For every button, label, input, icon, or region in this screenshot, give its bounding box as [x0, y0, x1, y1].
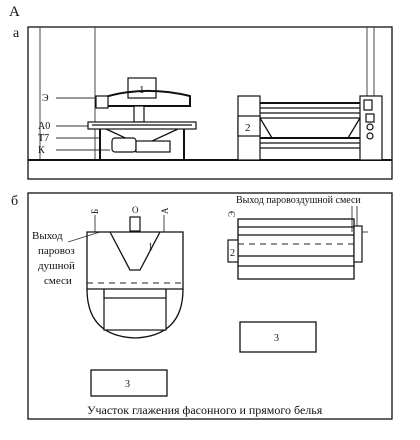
left-label-line-1: Выход [32, 230, 63, 242]
level-label-a0: А0 [38, 121, 50, 132]
zone-3-box-right [239, 321, 317, 353]
ironer-plan-label: 2 [230, 248, 235, 259]
panel-a-frame [27, 26, 393, 180]
panel-a-elevation: а Э А0 Т7 К 1 [13, 26, 393, 180]
ironer-control-knob [366, 132, 374, 140]
ironer-control-knob [363, 99, 373, 111]
press-head-box [127, 77, 157, 99]
level-label-e: Э [42, 93, 49, 104]
panel-b-letter: б [11, 194, 18, 209]
ironer-control-knob [365, 113, 375, 123]
level-label-t7: Т7 [38, 133, 49, 144]
ironer-plan-body [237, 218, 355, 280]
carousel-press: 1 [87, 77, 197, 160]
rotary-press-plan: 1 [86, 231, 184, 339]
press-plan-body [86, 231, 184, 290]
mark-o: О [132, 205, 139, 215]
zone-3-label-right: 3 [274, 333, 279, 344]
machine-2-label: 2 [245, 122, 251, 134]
roller-ironer-plan: Э 2 [227, 211, 368, 280]
ironer-plan-end [227, 239, 239, 263]
mark-b: Б [90, 209, 100, 214]
mark-a: А [160, 207, 170, 214]
figure-label: А [9, 4, 20, 20]
left-label-line-3: душной [38, 260, 75, 272]
press-housing [95, 89, 191, 107]
press-base-frame [135, 140, 171, 153]
panel-b-plan: б Б А О Выход паровоз душной смеси 1 В [11, 192, 393, 420]
left-outlet-label: Выход паровоз душной смеси [32, 230, 101, 287]
right-outlet-label: Выход паровоздушной смеси [236, 195, 361, 206]
panel-a-letter: а [13, 26, 20, 41]
press-column [133, 105, 145, 123]
left-label-leader [67, 231, 101, 243]
zone-3-box-left [90, 369, 168, 397]
roller-ironer: 2 [237, 95, 383, 161]
press-base-motor [111, 137, 137, 153]
press-plan-table [103, 297, 167, 331]
exhaust-pipe [129, 216, 141, 232]
left-label-line-4: смеси [44, 275, 72, 287]
press-motor [95, 95, 109, 109]
panel-b-caption: Участок глажения фасонного и прямого бел… [87, 403, 323, 417]
small-label-e: Э [227, 211, 237, 217]
press-plan-arc [86, 288, 184, 339]
ironer-plan-drive [353, 225, 363, 263]
press-plan-label: 1 [148, 242, 153, 253]
panel-b-frame [27, 192, 393, 420]
press-plan-hopper [109, 231, 161, 271]
level-label-k: К [38, 145, 45, 156]
machine-2-label-box [237, 115, 261, 137]
left-label-line-2: паровоз [38, 245, 75, 257]
ironer-side-braces [259, 117, 361, 139]
ironer-control-knob [366, 123, 374, 131]
zone-3-label-left: 3 [125, 379, 130, 390]
